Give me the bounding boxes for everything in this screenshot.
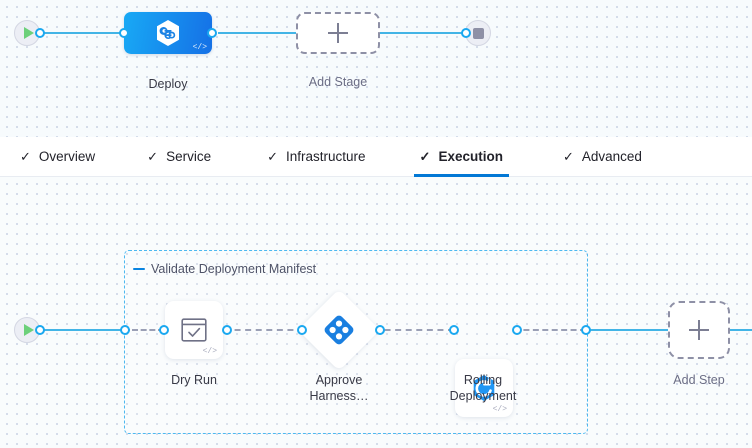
wire-addstage-to-end — [380, 32, 472, 34]
check-icon: ✓ — [419, 149, 431, 164]
port-deploy-in[interactable] — [119, 28, 129, 38]
port-dryrun-out[interactable] — [222, 325, 232, 335]
wire-rolling-to-group-exit — [514, 329, 586, 331]
minus-icon[interactable] — [133, 268, 145, 270]
wire-group-entry-to-dryrun — [132, 329, 164, 331]
wire-dryrun-to-approve — [224, 329, 304, 331]
dry-run-code-tag: </> — [202, 347, 217, 356]
step-node-rolling-deployment[interactable]: </> — [455, 359, 513, 417]
port-start-out[interactable] — [35, 28, 45, 38]
port-rolling-out[interactable] — [512, 325, 522, 335]
stage-deploy-box: </> — [124, 12, 212, 54]
stage-label-deploy: Deploy — [148, 77, 188, 91]
tab-label: Advanced — [581, 149, 642, 164]
tab-service[interactable]: ✓ Service — [141, 137, 217, 177]
rolling-deployment-icon — [473, 375, 495, 401]
check-icon: ✓ — [20, 149, 31, 164]
stage-canvas[interactable]: </> Deploy Add Stage — [0, 0, 752, 137]
check-icon: ✓ — [267, 149, 278, 164]
step-label-approve-harness: Approve Harness… — [309, 373, 369, 403]
tab-execution[interactable]: ✓ Execution — [413, 137, 510, 177]
step-group-title: Validate Deployment Manifest — [151, 262, 317, 276]
step-label-rolling-deployment: Rolling Deployment — [449, 373, 517, 403]
approval-icon-holder — [310, 301, 368, 359]
add-step-button[interactable] — [668, 301, 730, 359]
plus-icon — [328, 23, 348, 43]
step-node-approve-harness[interactable] — [297, 288, 381, 372]
harness-approval-icon — [324, 315, 354, 345]
stop-icon — [472, 27, 484, 39]
execution-canvas[interactable]: Validate Deployment Manifest — [0, 177, 752, 448]
wire-approve-to-rolling — [374, 329, 454, 331]
play-icon — [23, 27, 34, 39]
port-group-entry[interactable] — [120, 325, 130, 335]
port-approve-out[interactable] — [375, 325, 385, 335]
add-step-label: Add Step — [673, 373, 725, 387]
wire-addstep-trailing — [730, 329, 752, 331]
wire-group-to-addstep — [586, 329, 668, 331]
stage-tab-bar: ✓ Overview ✓ Service ✓ Infrastructure ✓ … — [0, 137, 752, 177]
tab-label: Infrastructure — [286, 149, 366, 164]
wire-start-to-deploy — [38, 32, 128, 34]
tab-label: Execution — [438, 149, 503, 164]
port-exec-start-out[interactable] — [35, 325, 45, 335]
tab-overview[interactable]: ✓ Overview — [14, 137, 101, 177]
tab-label: Overview — [38, 149, 96, 164]
dry-run-check-window-icon — [181, 318, 207, 342]
deploy-code-tag: </> — [192, 43, 207, 52]
rolling-code-tag: </> — [492, 405, 507, 414]
harness-logo-icon — [157, 20, 179, 46]
port-approve-in[interactable] — [297, 325, 307, 335]
step-label-dry-run: Dry Run — [171, 373, 217, 387]
port-dryrun-in[interactable] — [159, 325, 169, 335]
stage-node-deploy[interactable]: </> — [124, 12, 212, 54]
wire-deploy-to-addstage — [218, 32, 298, 34]
check-icon: ✓ — [147, 149, 159, 164]
port-end-in[interactable] — [461, 28, 471, 38]
add-stage-button[interactable] — [296, 12, 380, 54]
tab-advanced[interactable]: ✓ Advanced — [557, 137, 648, 177]
step-group-header[interactable]: Validate Deployment Manifest — [133, 262, 316, 276]
port-rolling-in[interactable] — [449, 325, 459, 335]
tab-label: Service — [166, 149, 212, 164]
step-node-dry-run[interactable]: </> — [165, 301, 223, 359]
wire-execstart-to-group — [38, 329, 130, 331]
add-stage-label: Add Stage — [308, 75, 368, 89]
port-group-exit[interactable] — [581, 325, 591, 335]
play-icon — [23, 324, 34, 336]
plus-icon — [689, 320, 709, 340]
check-icon: ✓ — [562, 149, 574, 164]
port-deploy-out[interactable] — [207, 28, 217, 38]
tab-infrastructure[interactable]: ✓ Infrastructure — [261, 137, 371, 177]
